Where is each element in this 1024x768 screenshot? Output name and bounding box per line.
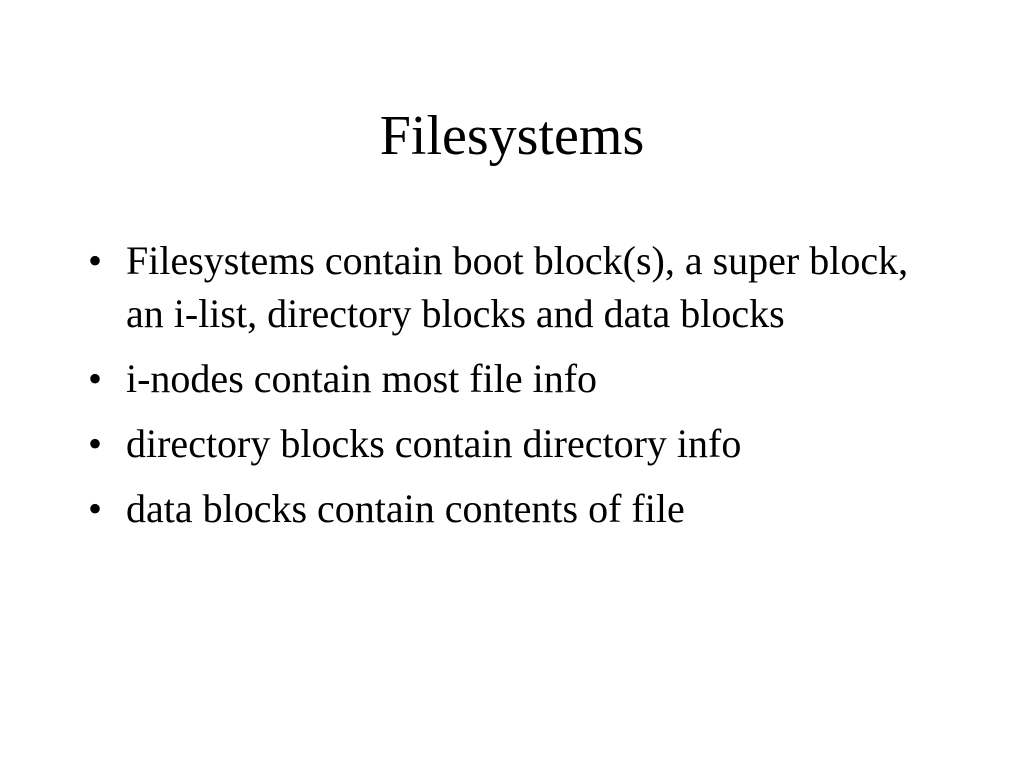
bullet-icon: •: [88, 486, 103, 531]
bullet-text: Filesystems contain boot block(s), a sup…: [126, 238, 909, 336]
bullet-item: • data blocks contain contents of file: [80, 482, 920, 535]
bullet-icon: •: [88, 356, 103, 401]
slide-title: Filesystems: [379, 105, 645, 167]
bullet-text: directory blocks contain directory info: [126, 421, 742, 466]
bullet-list: • Filesystems contain boot block(s), a s…: [80, 234, 920, 547]
bullet-item: • directory blocks contain directory inf…: [80, 417, 920, 470]
bullet-item: • i-nodes contain most file info: [80, 352, 920, 405]
bullet-text: data blocks contain contents of file: [126, 486, 685, 531]
bullet-text: i-nodes contain most file info: [126, 356, 598, 401]
bullet-item: • Filesystems contain boot block(s), a s…: [80, 234, 920, 340]
bullet-icon: •: [88, 238, 103, 283]
bullet-icon: •: [88, 421, 103, 466]
